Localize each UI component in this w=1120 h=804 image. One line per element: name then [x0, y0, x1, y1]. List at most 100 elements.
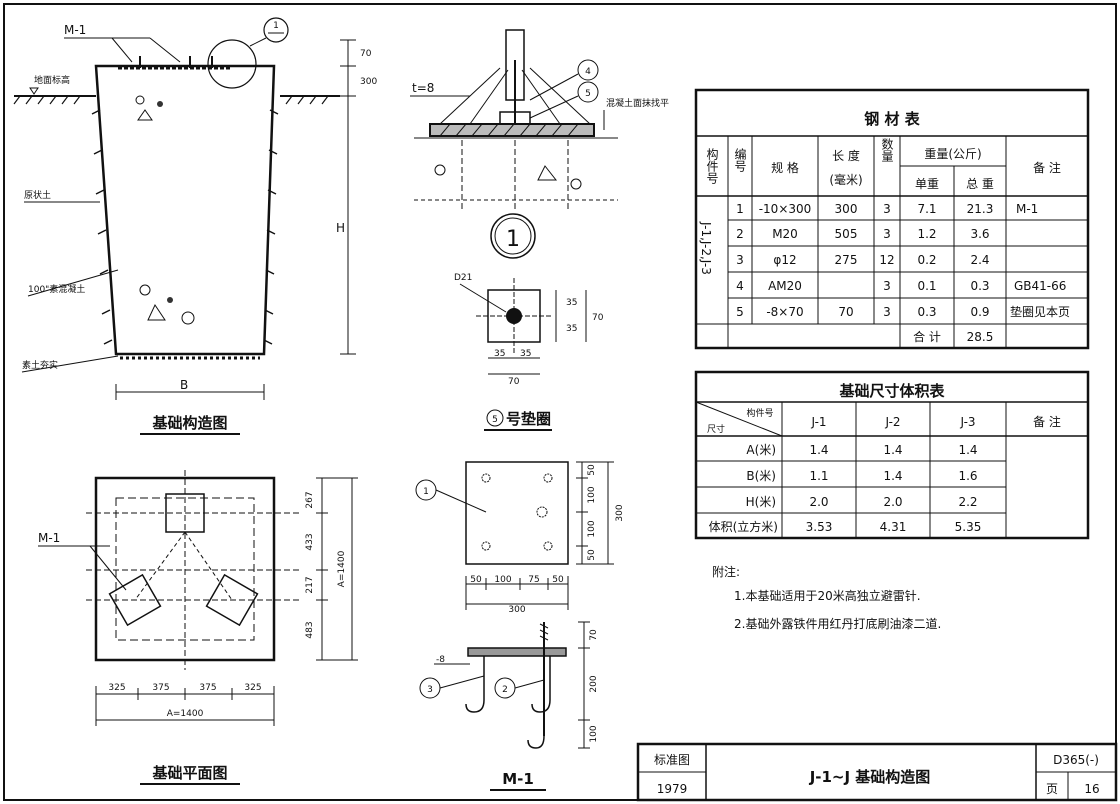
svg-text:70: 70	[838, 305, 853, 319]
plan-title: 基础平面图	[151, 764, 227, 782]
plan-mark: M-1	[38, 531, 60, 545]
size-col-j3: J-3	[959, 415, 975, 429]
size-col-j2: J-2	[884, 415, 900, 429]
header-unit-weight: 单重	[915, 177, 939, 191]
soil-label: 原状土	[24, 189, 51, 201]
m1-vdim-1: 50	[587, 464, 597, 476]
size-row: H(米) 2.0 2.0 2.2	[746, 495, 978, 509]
svg-text:275: 275	[835, 253, 858, 267]
svg-text:5: 5	[736, 305, 744, 319]
m1-title: M-1	[502, 770, 534, 788]
svg-text:φ12: φ12	[773, 253, 796, 267]
detail1-surface-label: 混凝土面抹找平	[606, 97, 669, 109]
svg-text:3: 3	[736, 253, 744, 267]
m1-sidedim-3: 100	[589, 725, 599, 742]
callout-number: 1	[273, 21, 279, 31]
header-member: 构件号	[705, 147, 719, 184]
steel-sum-value: 28.5	[967, 330, 994, 344]
svg-text:2.0: 2.0	[883, 495, 902, 509]
elevation-view: 1 M-1 地面标高 原状土 100"素混凝土 素土夯实 70 300 H B …	[13, 17, 377, 435]
svg-text:A(米): A(米)	[746, 443, 776, 457]
svg-text:GB41-66: GB41-66	[1014, 279, 1066, 293]
title-block: 标准图 1979 J-1~J 基础构造图 D365(-) 页 16	[636, 742, 1118, 802]
svg-text:体积(立方米): 体积(立方米)	[709, 519, 778, 534]
svg-text:1.1: 1.1	[809, 469, 828, 483]
plan-vdim-3: 217	[305, 576, 315, 593]
header-qty: 数量	[880, 137, 894, 162]
std-label: 标准图	[654, 753, 690, 767]
svg-text:1.4: 1.4	[809, 443, 828, 457]
svg-text:0.3: 0.3	[917, 305, 936, 319]
svg-text:1.4: 1.4	[883, 469, 902, 483]
svg-text:3.53: 3.53	[806, 520, 833, 534]
plan-vdim-2: 433	[305, 533, 315, 550]
detail1-circle-number: 1	[506, 227, 520, 252]
washer-5-view: D21 35 35 70 35 35 70 5 号垫圈	[454, 273, 604, 431]
svg-text:2: 2	[736, 227, 744, 241]
washer-dim-70h: 70	[508, 377, 520, 387]
m1-hdim-2: 100	[494, 575, 511, 585]
m1-hdim-total: 300	[508, 605, 525, 615]
washer-dim-35b: 35	[566, 324, 577, 334]
m1-vdim-total: 300	[615, 504, 625, 521]
washer-dim-35c: 35	[494, 349, 505, 359]
std-year: 1979	[657, 782, 688, 796]
svg-text:H(米): H(米)	[746, 495, 776, 509]
washer-dim-35a: 35	[566, 298, 577, 308]
svg-text:3: 3	[883, 305, 891, 319]
washer-hole-label: D21	[454, 273, 472, 283]
m1-item1: 1	[423, 487, 429, 497]
washer-title-number: 5	[492, 415, 498, 425]
svg-text:1.4: 1.4	[958, 443, 977, 457]
m1-view: 1 50 100 100 50 300 50 100 75 50 300 -8	[415, 461, 625, 791]
svg-text:2.2: 2.2	[958, 495, 977, 509]
svg-text:1.2: 1.2	[917, 227, 936, 241]
steel-table: 钢 材 表 构件号 编号 规 格 长 度 (毫米) 数量 重量(公斤) 单重 总…	[694, 88, 1090, 350]
size-table: 基础尺寸体积表 构件号 尺寸 J-1 J-2 J-3 备 注 A(米) 1.4 …	[694, 370, 1090, 540]
drawing-title: J-1~J 基础构造图	[809, 768, 931, 786]
dim-b: B	[180, 378, 188, 392]
steel-table-title: 钢 材 表	[864, 110, 920, 128]
plan-vdim-4: 483	[305, 621, 315, 638]
m1-hdim-4: 50	[552, 575, 564, 585]
dim-top-2: 300	[360, 77, 377, 87]
header-remark: 备 注	[1033, 160, 1061, 175]
svg-text:12: 12	[879, 253, 894, 267]
detail1-item4: 4	[585, 67, 591, 77]
svg-text:2.0: 2.0	[809, 495, 828, 509]
svg-text:0.3: 0.3	[970, 279, 989, 293]
m1-hdim-3: 75	[528, 575, 539, 585]
svg-text:3.6: 3.6	[970, 227, 989, 241]
page-label: 页	[1046, 782, 1058, 796]
header-total-weight: 总 重	[966, 177, 994, 191]
size-row: 体积(立方米) 3.53 4.31 5.35	[709, 519, 982, 534]
washer-dim-70v: 70	[592, 313, 604, 323]
header-weight: 重量(公斤)	[924, 147, 981, 161]
dim-top-1: 70	[360, 49, 372, 59]
svg-text:0.9: 0.9	[970, 305, 989, 319]
washer-dim-35d: 35	[520, 349, 531, 359]
header-length: 长 度	[832, 148, 860, 163]
detail1-plate-label: t=8	[412, 81, 434, 95]
steel-row: 3 φ12 275 12 0.2 2.4	[736, 253, 989, 267]
svg-text:4: 4	[736, 279, 744, 293]
m1-vdim-2: 100	[587, 486, 597, 503]
steel-row: 5 -8×70 70 3 0.3 0.9 垫圈见本页	[736, 304, 1070, 319]
sheet-border	[3, 3, 1117, 801]
size-col-remark: 备 注	[1033, 414, 1061, 429]
size-table-title: 基础尺寸体积表	[838, 382, 945, 400]
m1-hdim-1: 50	[470, 575, 482, 585]
m1-sidedim-1: 70	[589, 629, 599, 641]
plan-view: M-1 267 433 217 483 A=1400 325 375 375 3…	[38, 470, 358, 785]
elevation-mark: M-1	[64, 23, 86, 37]
foundation-outline	[94, 64, 276, 356]
size-row: B(米) 1.1 1.4 1.6	[746, 469, 977, 483]
m1-item3: 3	[427, 685, 433, 695]
svg-text:B(米): B(米)	[746, 469, 776, 483]
svg-text:300: 300	[835, 202, 858, 216]
svg-text:1.4: 1.4	[883, 443, 902, 457]
washer-title: 号垫圈	[506, 410, 551, 428]
notes: 附注: 1.本基础适用于20米高独立避雷针. 2.基础外露铁件用红丹打底刷油漆二…	[712, 564, 941, 631]
svg-text:-8×70: -8×70	[766, 305, 803, 319]
